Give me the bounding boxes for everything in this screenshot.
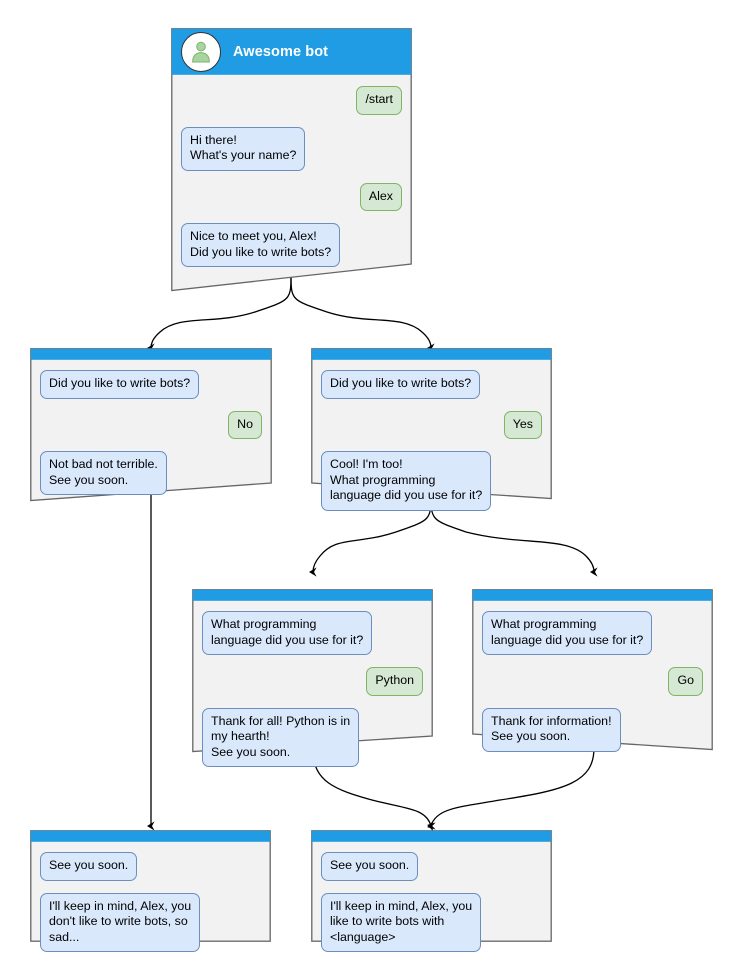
answer-no-panel[interactable]: Did you like to write bots? No Not bad n… [30, 348, 272, 502]
bot-title: Awesome bot [233, 44, 329, 60]
user-message-bubble: No [228, 410, 262, 439]
user-message-bubble: Python [366, 667, 423, 696]
answer-go-panel-messages: What programming language did you use fo… [472, 601, 713, 764]
message-row: See you soon. [321, 852, 542, 881]
answer-python-panel-messages: What programming language did you use fo… [192, 601, 433, 779]
bot-message-bubble: Nice to meet you, Alex! Did you like to … [181, 223, 341, 267]
ending-sad-panel[interactable]: See you soon. I'll keep in mind, Alex, y… [30, 830, 271, 952]
message-row: Alex [181, 182, 402, 211]
message-row: Nice to meet you, Alex! Did you like to … [181, 223, 402, 267]
answer-python-panel-titlebar [192, 589, 433, 601]
user-message-bubble: Alex [359, 182, 402, 211]
message-row: Thank for all! Python is in my hearth! S… [202, 707, 423, 767]
bot-message-bubble: What programming language did you use fo… [202, 611, 373, 655]
message-row: Did you like to write bots? [40, 370, 262, 399]
bot-message-bubble: Hi there! What's your name? [181, 126, 306, 171]
message-row: Not bad not terrible. See you soon. [40, 451, 262, 495]
person-avatar-icon [181, 32, 221, 72]
answer-yes-panel-titlebar [311, 348, 552, 360]
message-row: Thank for information! See you soon. [482, 707, 703, 752]
answer-no-panel-messages: Did you like to write bots? No Not bad n… [30, 360, 272, 507]
bot-message-bubble: See you soon. [40, 852, 138, 881]
answer-no-panel-titlebar [30, 348, 272, 360]
bot-message-bubble: Cool! I'm too! What programming language… [321, 451, 492, 511]
start-panel[interactable]: Awesome bot /start Hi there! What's your… [171, 28, 412, 292]
bot-message-bubble: Thank for all! Python is in my hearth! S… [202, 707, 360, 767]
ending-sad-panel-titlebar [30, 830, 271, 842]
message-row: Go [482, 667, 703, 696]
message-row: I'll keep in mind, Alex, you like to wri… [321, 892, 542, 952]
answer-python-panel[interactable]: What programming language did you use fo… [192, 589, 433, 767]
answer-go-panel[interactable]: What programming language did you use fo… [472, 589, 713, 752]
bot-message-bubble: I'll keep in mind, Alex, you like to wri… [321, 892, 482, 952]
user-message-bubble: Go [668, 667, 703, 696]
message-row: Did you like to write bots? [321, 370, 542, 399]
answer-yes-panel-messages: Did you like to write bots? Yes Cool! I'… [311, 360, 552, 523]
bot-message-bubble: What programming language did you use fo… [482, 611, 653, 655]
message-row: No [40, 410, 262, 439]
message-row: /start [181, 86, 402, 115]
start-panel-titlebar: Awesome bot [171, 28, 412, 76]
message-row: I'll keep in mind, Alex, you don't like … [40, 892, 261, 952]
user-message-bubble: /start [356, 86, 402, 115]
start-panel-messages: /start Hi there! What's your name? Alex … [171, 76, 412, 279]
ending-happy-panel[interactable]: See you soon. I'll keep in mind, Alex, y… [311, 830, 552, 952]
answer-yes-panel[interactable]: Did you like to write bots? Yes Cool! I'… [311, 348, 552, 511]
user-message-bubble: Yes [503, 410, 542, 439]
bot-message-bubble: I'll keep in mind, Alex, you don't like … [40, 892, 201, 952]
message-row: See you soon. [40, 852, 261, 881]
ending-sad-panel-messages: See you soon. I'll keep in mind, Alex, y… [30, 842, 271, 964]
bot-message-bubble: Did you like to write bots? [321, 370, 481, 399]
message-row: Yes [321, 410, 542, 439]
ending-happy-panel-titlebar [311, 830, 552, 842]
message-row: Cool! I'm too! What programming language… [321, 451, 542, 511]
message-row: Python [202, 667, 423, 696]
message-row: Hi there! What's your name? [181, 126, 402, 171]
bot-message-bubble: Thank for information! See you soon. [482, 707, 621, 752]
message-row: What programming language did you use fo… [482, 611, 703, 655]
bot-message-bubble: Not bad not terrible. See you soon. [40, 451, 167, 495]
ending-happy-panel-messages: See you soon. I'll keep in mind, Alex, y… [311, 842, 552, 964]
bot-message-bubble: See you soon. [321, 852, 419, 881]
bot-message-bubble: Did you like to write bots? [40, 370, 200, 399]
answer-go-panel-titlebar [472, 589, 713, 601]
message-row: What programming language did you use fo… [202, 611, 423, 655]
